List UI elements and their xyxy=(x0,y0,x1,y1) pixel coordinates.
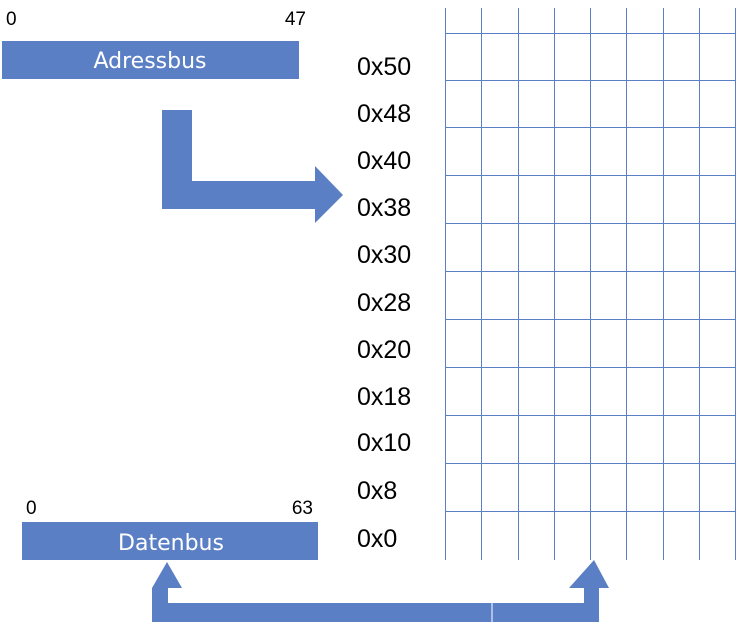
data-bus-bit-end: 63 xyxy=(292,498,313,519)
memory-address-label: 0x18 xyxy=(357,383,411,411)
address-bus-label: Adressbus xyxy=(93,49,206,74)
data-arrow xyxy=(152,560,609,622)
memory-address-label: 0x0 xyxy=(357,525,397,553)
memory-address-label: 0x38 xyxy=(357,194,411,222)
memory-address-label: 0x30 xyxy=(357,241,411,269)
address-bus: 0 47 Adressbus xyxy=(2,9,306,79)
memory-address-label: 0x8 xyxy=(357,477,397,505)
address-labels: 0x50 0x48 0x40 0x38 0x30 0x28 0x20 0x18 0x10 0x8 0… xyxy=(357,53,411,553)
memory-address-label: 0x50 xyxy=(357,53,411,81)
address-bus-bit-start: 0 xyxy=(6,9,17,30)
address-bus-bit-end: 47 xyxy=(285,9,306,30)
data-bus: 0 63 Datenbus xyxy=(22,498,318,560)
memory-address-label: 0x48 xyxy=(357,100,411,128)
address-arrow xyxy=(162,110,343,223)
memory-address-label: 0x40 xyxy=(357,147,411,175)
memory-address-label: 0x10 xyxy=(357,429,411,457)
data-bus-bar xyxy=(22,522,318,560)
memory-address-label: 0x20 xyxy=(357,336,411,364)
data-bus-bit-start: 0 xyxy=(26,498,37,519)
address-bus-bar xyxy=(2,41,299,79)
memory-address-label: 0x28 xyxy=(357,289,411,317)
data-bus-label: Datenbus xyxy=(118,531,224,556)
memory-grid xyxy=(445,8,736,560)
